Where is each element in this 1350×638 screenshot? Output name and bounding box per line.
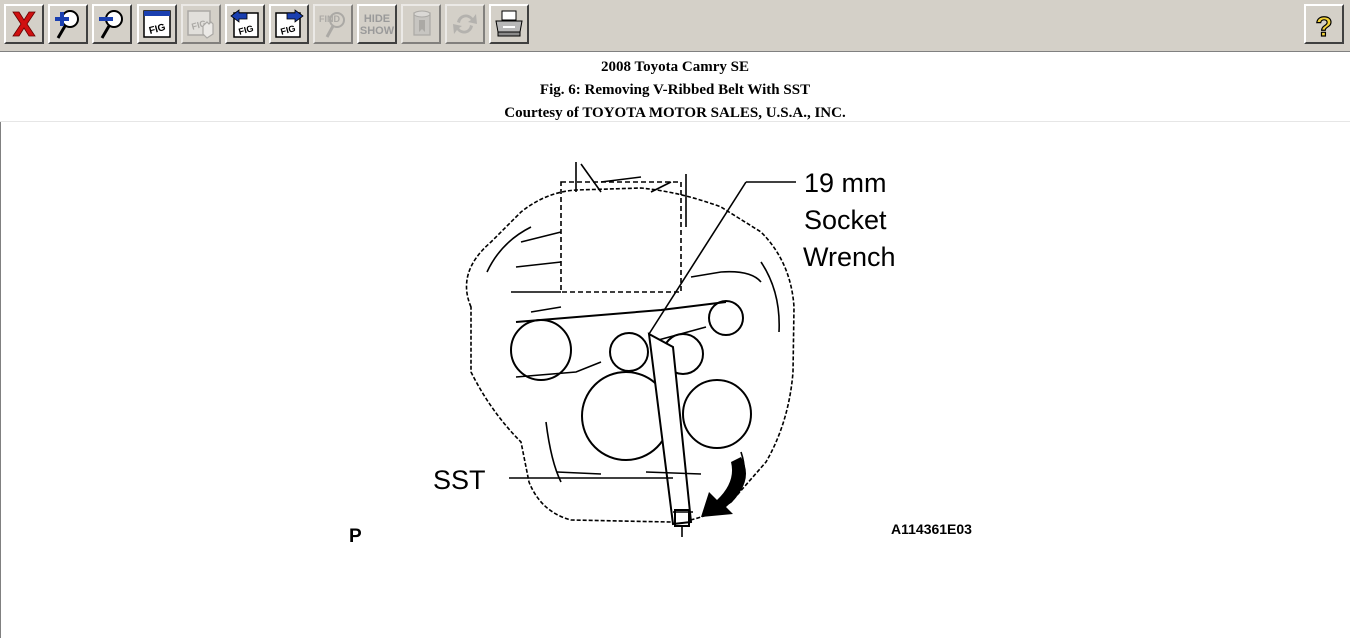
- svg-text:FIG: FIG: [148, 22, 167, 37]
- close-button[interactable]: [4, 4, 44, 44]
- sst-label: SST: [433, 465, 486, 495]
- zoom-out-icon: [99, 10, 123, 39]
- previous-figure-button[interactable]: FIG: [225, 4, 265, 44]
- hide-show-label: HIDE SHOW: [359, 13, 395, 37]
- find-button[interactable]: FIND: [313, 4, 353, 44]
- figure-hand-icon: FIG: [187, 10, 214, 39]
- bookmark-button[interactable]: [401, 4, 441, 44]
- previous-figure-icon: FIG: [230, 9, 259, 38]
- courtesy-line: Courtesy of TOYOTA MOTOR SALES, U.S.A., …: [504, 105, 846, 121]
- zoom-out-button[interactable]: [92, 4, 132, 44]
- next-figure-icon: FIG: [275, 9, 304, 38]
- figure-code: A114361E03: [891, 521, 972, 537]
- figure-icon: FIG: [143, 10, 171, 38]
- callout-socket: Socket: [804, 205, 887, 235]
- svg-text:FIG: FIG: [237, 23, 254, 37]
- refresh-icon: [453, 14, 477, 34]
- help-button[interactable]: ?: [1304, 4, 1344, 44]
- figure-area: 19 mm Socket Wrench SST P A114361E03: [0, 122, 1350, 638]
- rotation-arrow: [701, 457, 746, 517]
- svg-text:FIG: FIG: [279, 23, 296, 37]
- figure-hand-button[interactable]: FIG: [181, 4, 221, 44]
- bookmark-icon: [413, 10, 431, 36]
- next-figure-button[interactable]: FIG: [269, 4, 309, 44]
- engine-belt-diagram: 19 mm Socket Wrench SST P A114361E03: [349, 162, 972, 547]
- hide-show-button[interactable]: HIDE SHOW: [357, 4, 397, 44]
- corner-label: P: [349, 526, 362, 547]
- svg-text:?: ?: [1315, 11, 1332, 40]
- figure-button[interactable]: FIG: [137, 4, 177, 44]
- help-question-icon: ?: [1315, 10, 1333, 40]
- zoom-in-button[interactable]: [48, 4, 88, 44]
- socket-wrench-leader: [648, 181, 747, 335]
- callout-wrench: Wrench: [803, 242, 896, 272]
- refresh-button[interactable]: [445, 4, 485, 44]
- figure-title: Fig. 6: Removing V-Ribbed Belt With SST: [539, 82, 811, 98]
- callout-size: 19 mm: [804, 168, 887, 198]
- close-x-icon: [12, 11, 36, 37]
- figure-header: 2008 Toyota Camry SE Fig. 6: Removing V-…: [0, 53, 1350, 122]
- zoom-in-icon: [55, 10, 79, 39]
- find-icon: FIND: [319, 12, 345, 38]
- printer-icon: [495, 10, 523, 37]
- print-button[interactable]: [489, 4, 529, 44]
- vehicle-title: 2008 Toyota Camry SE: [601, 59, 749, 75]
- toolbar: FIG FIG FIG FIG FIND: [0, 0, 1350, 52]
